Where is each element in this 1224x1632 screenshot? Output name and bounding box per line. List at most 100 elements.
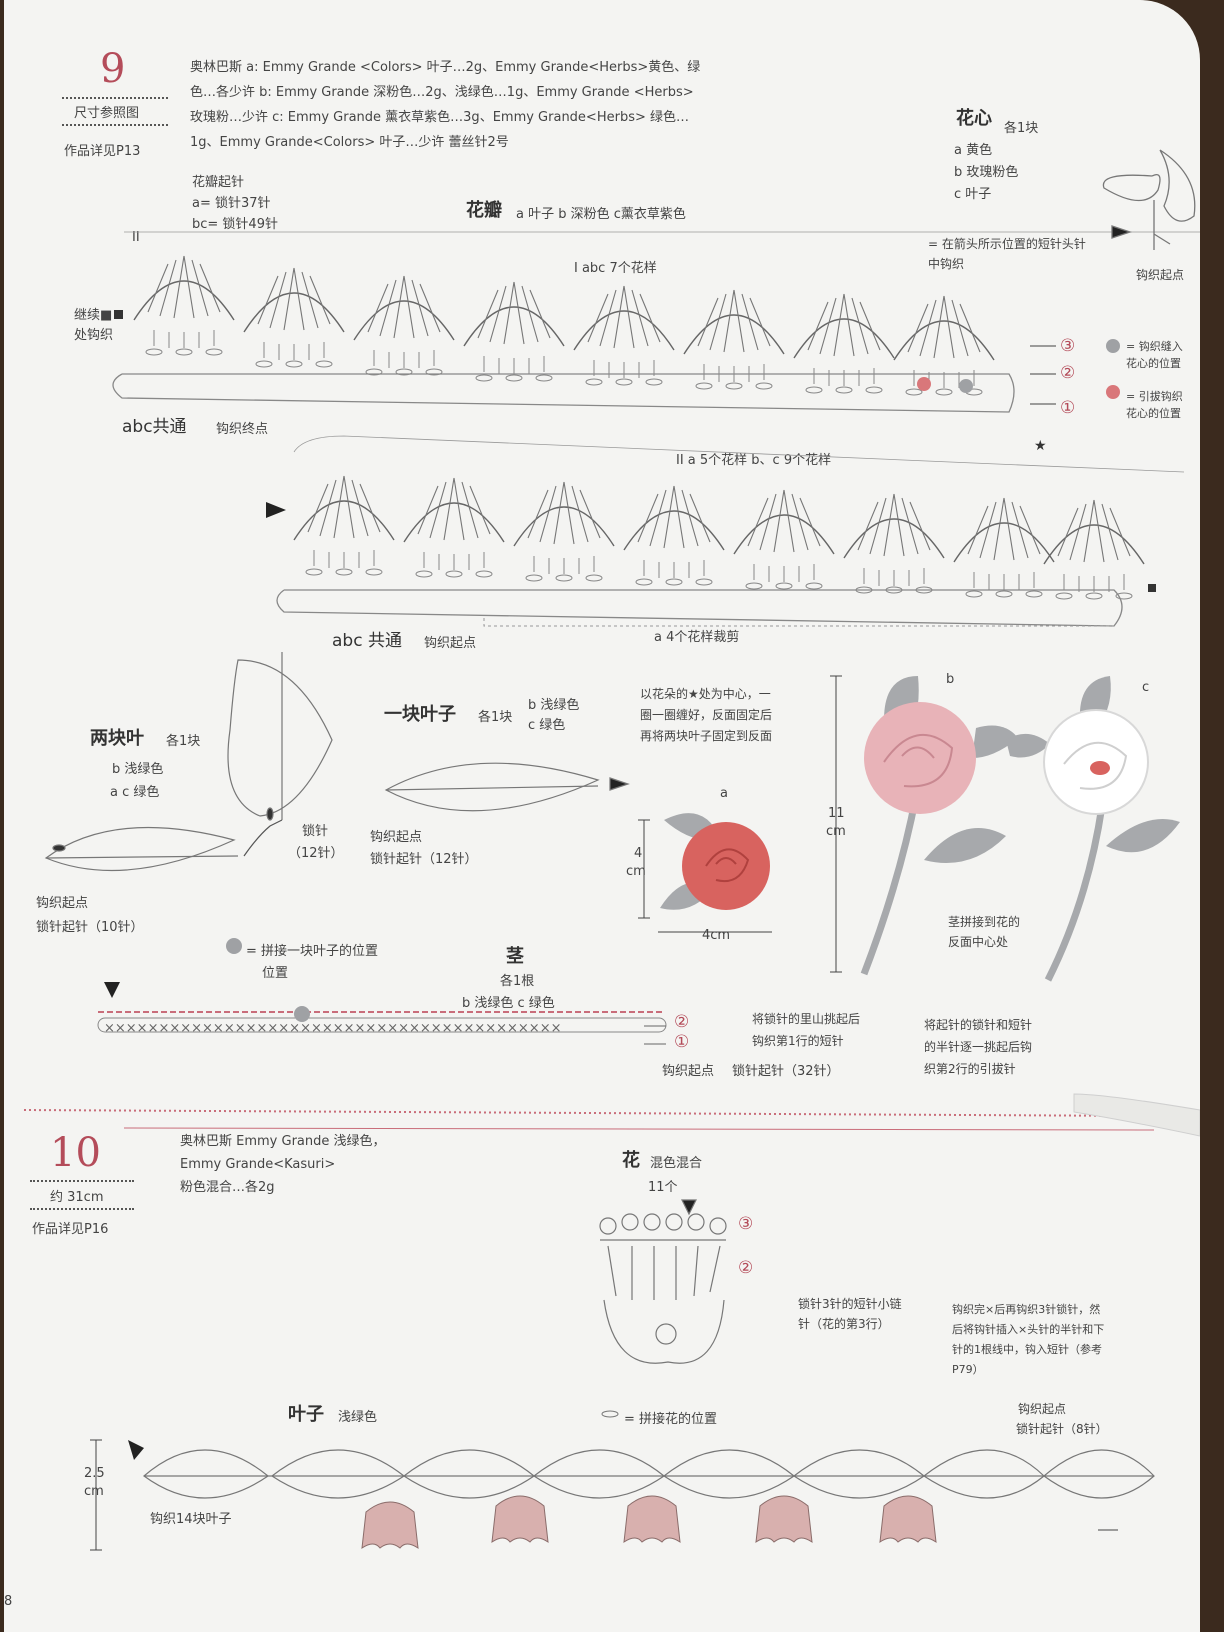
row1-label: I abc 7个花样 bbox=[574, 261, 657, 276]
note-line: 锁针3针的短针小链 bbox=[798, 1297, 902, 1311]
note-line: P79） bbox=[952, 1363, 984, 1376]
note-line: 后将钩针插入×头针的半针和下 bbox=[952, 1323, 1105, 1336]
rose-b-illustration bbox=[830, 675, 1018, 976]
note-line: 反面中心处 bbox=[948, 935, 1009, 949]
note-line: 针（花的第3行） bbox=[798, 1317, 890, 1331]
stem-circled-1: ① bbox=[674, 1032, 690, 1052]
stem-note-2: 将起针的锁针和短针 的半针逐一挑起后钩 织第2行的引拔针 bbox=[924, 1014, 1032, 1080]
two-leaves-title: 两块叶 bbox=[90, 728, 144, 749]
heart-color-b: b 玫瑰粉色 bbox=[954, 165, 1019, 180]
join-flower-legend: = 拼接花的位置 bbox=[624, 1412, 718, 1427]
detail-ref-label: 作品详见P13 bbox=[64, 144, 141, 159]
stem-circled-2: ② bbox=[674, 1012, 690, 1032]
leaf-chain: 锁针起针（8针） bbox=[1016, 1422, 1108, 1436]
join-legend-2: 位置 bbox=[262, 966, 289, 981]
petal-start-block: 花瓣起针 a= 锁针37针 bc= 锁针49针 bbox=[192, 172, 278, 235]
rose-a-illustration bbox=[638, 813, 772, 933]
abc-end-sub: 钩织终点 bbox=[216, 422, 269, 437]
materials-line: 粉色混合…各2g bbox=[180, 1180, 275, 1195]
one-leaf-start: 钩织起点 bbox=[370, 830, 423, 845]
leaf-count-note: 钩织14块叶子 bbox=[150, 1512, 232, 1527]
note-line: 将起针的锁针和短针 bbox=[924, 1018, 1033, 1032]
stem-chain: 锁针起针（32针） bbox=[732, 1064, 840, 1079]
section10-materials: 奥林巴斯 Emmy Grande 浅绿色， Emmy Grande<Kasuri… bbox=[180, 1130, 386, 1199]
leaf-start: 钩织起点 bbox=[1018, 1402, 1067, 1416]
abc-start-label: abc 共通 bbox=[332, 631, 402, 651]
legend-red: = 引拔钩织花心的位置 bbox=[1126, 390, 1183, 420]
pattern-drawings: ★ bbox=[23, 149, 1200, 1551]
circled-3: ③ bbox=[1060, 336, 1076, 356]
petal-title: 花瓣 bbox=[466, 200, 502, 221]
a4-label: a 4个花样裁剪 bbox=[654, 630, 740, 645]
heart-colors: a 黄色 b 玫瑰粉色 c 叶子 bbox=[954, 140, 1018, 206]
page-number: 8 bbox=[4, 1594, 13, 1609]
petal-row-1: ★ bbox=[112, 231, 1200, 454]
heart-note: = 在箭头所示位置的短针头针中钩织 bbox=[928, 237, 1086, 271]
section10-detail: 作品详见P16 bbox=[32, 1222, 109, 1237]
materials-line: 色…各少许 b: Emmy Grande 深粉色…2g、浅绿色…1g、Emmy … bbox=[190, 85, 694, 100]
note-line: 将锁针的里山挑起后 bbox=[752, 1012, 861, 1026]
section-number-9: 9 bbox=[100, 46, 126, 92]
materials-line: 奥林巴斯 a: Emmy Grande <Colors> 叶子…2g、Emmy … bbox=[190, 60, 701, 75]
abc-start-sub: 钩织起点 bbox=[424, 636, 477, 651]
two-leaves-chain2-a: 锁针 bbox=[302, 824, 329, 839]
flower-diagram bbox=[599, 1199, 727, 1364]
row2-label: II a 5个花样 b、c 9个花样 bbox=[676, 453, 832, 468]
section-number-10: 10 bbox=[50, 1130, 101, 1176]
petal-row-2 bbox=[266, 435, 1185, 627]
svg-text:★: ★ bbox=[1034, 438, 1047, 454]
leaf-chain-diagram bbox=[90, 1410, 1155, 1551]
abc-end-label: abc共通 bbox=[122, 417, 187, 437]
flower-sub: 混色混合 bbox=[650, 1156, 703, 1171]
flower-count: 11个 bbox=[648, 1180, 678, 1195]
divider bbox=[62, 97, 168, 99]
two-leaves-start: 钩织起点 bbox=[36, 896, 89, 911]
leaf-title: 叶子 bbox=[288, 1404, 324, 1425]
assembly-note: 以花朵的★处为中心，一 圈一圈缠好，反面固定后 再将两块叶子固定到反面 bbox=[640, 684, 772, 747]
heart-start: 钩织起点 bbox=[1136, 268, 1185, 282]
heart-color-c: c 叶子 bbox=[954, 187, 992, 202]
dim-25-unit: cm bbox=[84, 1484, 104, 1499]
dim-4: 4 bbox=[634, 846, 643, 861]
one-leaf-title: 一块叶子 bbox=[384, 704, 456, 725]
flower-circled-3: ③ bbox=[738, 1214, 754, 1234]
divider bbox=[30, 1180, 134, 1182]
note-line: 钩织第1行的短针 bbox=[752, 1034, 844, 1048]
materials-block: 奥林巴斯 a: Emmy Grande <Colors> 叶子…2g、Emmy … bbox=[190, 55, 790, 155]
two-leaves-chain: 锁针起针（10针） bbox=[36, 920, 144, 935]
one-leaf-c: c 绿色 bbox=[528, 718, 566, 733]
stem-title: 茎 bbox=[506, 946, 524, 967]
assembly-line: 以花朵的★处为中心，一 bbox=[640, 687, 771, 701]
two-leaves-chain2-b: （12针） bbox=[288, 846, 344, 861]
section-divider bbox=[23, 1109, 1155, 1117]
petal-start-title: 花瓣起针 bbox=[192, 175, 245, 190]
divider bbox=[62, 124, 168, 126]
note-line: 的半针逐一挑起后钩 bbox=[924, 1040, 1033, 1054]
note-line: 织第2行的引拔针 bbox=[924, 1062, 1016, 1076]
materials-line: 玫瑰粉…少许 c: Emmy Grande 薰衣草紫色…3g、Emmy Gran… bbox=[190, 110, 689, 125]
roman-two-label: II bbox=[132, 230, 140, 245]
section-rule bbox=[123, 1127, 1155, 1131]
one-leaf-diagram bbox=[384, 762, 630, 812]
heart-color-a: a 黄色 bbox=[954, 143, 993, 158]
divider bbox=[30, 1208, 134, 1210]
petal-subtitle: a 叶子 b 深粉色 c薰衣草紫色 bbox=[516, 207, 686, 222]
leaf-color: 浅绿色 bbox=[338, 1410, 378, 1425]
materials-line: 1g、Emmy Grande<Colors> 叶子…少许 蕾丝针2号 bbox=[190, 135, 509, 150]
materials-line: 奥林巴斯 Emmy Grande 浅绿色， bbox=[180, 1134, 386, 1149]
photo-label-b: b bbox=[946, 672, 955, 687]
heart-diagram bbox=[1102, 149, 1196, 399]
petal-start-a: a= 锁针37针 bbox=[192, 196, 271, 211]
one-leaf-count: 各1块 bbox=[478, 710, 513, 725]
continue-label: 继续■处钩织 bbox=[74, 308, 114, 343]
note-line: 茎拼接到花的 bbox=[948, 915, 1021, 929]
note-line: 针的1根线中，钩入短针（参考 bbox=[952, 1343, 1102, 1356]
stem-start: 钩织起点 bbox=[662, 1064, 715, 1079]
stem-join-note: 茎拼接到花的 反面中心处 bbox=[948, 912, 1020, 952]
two-leaves-b: b 浅绿色 bbox=[112, 762, 164, 777]
two-leaves-ac: a c 绿色 bbox=[110, 785, 160, 800]
one-leaf-b: b 浅绿色 bbox=[528, 698, 580, 713]
flower-circled-2: ② bbox=[738, 1258, 754, 1278]
join-legend: = 拼接一块叶子的位置 bbox=[246, 944, 379, 959]
flower-note-a: 锁针3针的短针小链 针（花的第3行） bbox=[798, 1294, 902, 1334]
